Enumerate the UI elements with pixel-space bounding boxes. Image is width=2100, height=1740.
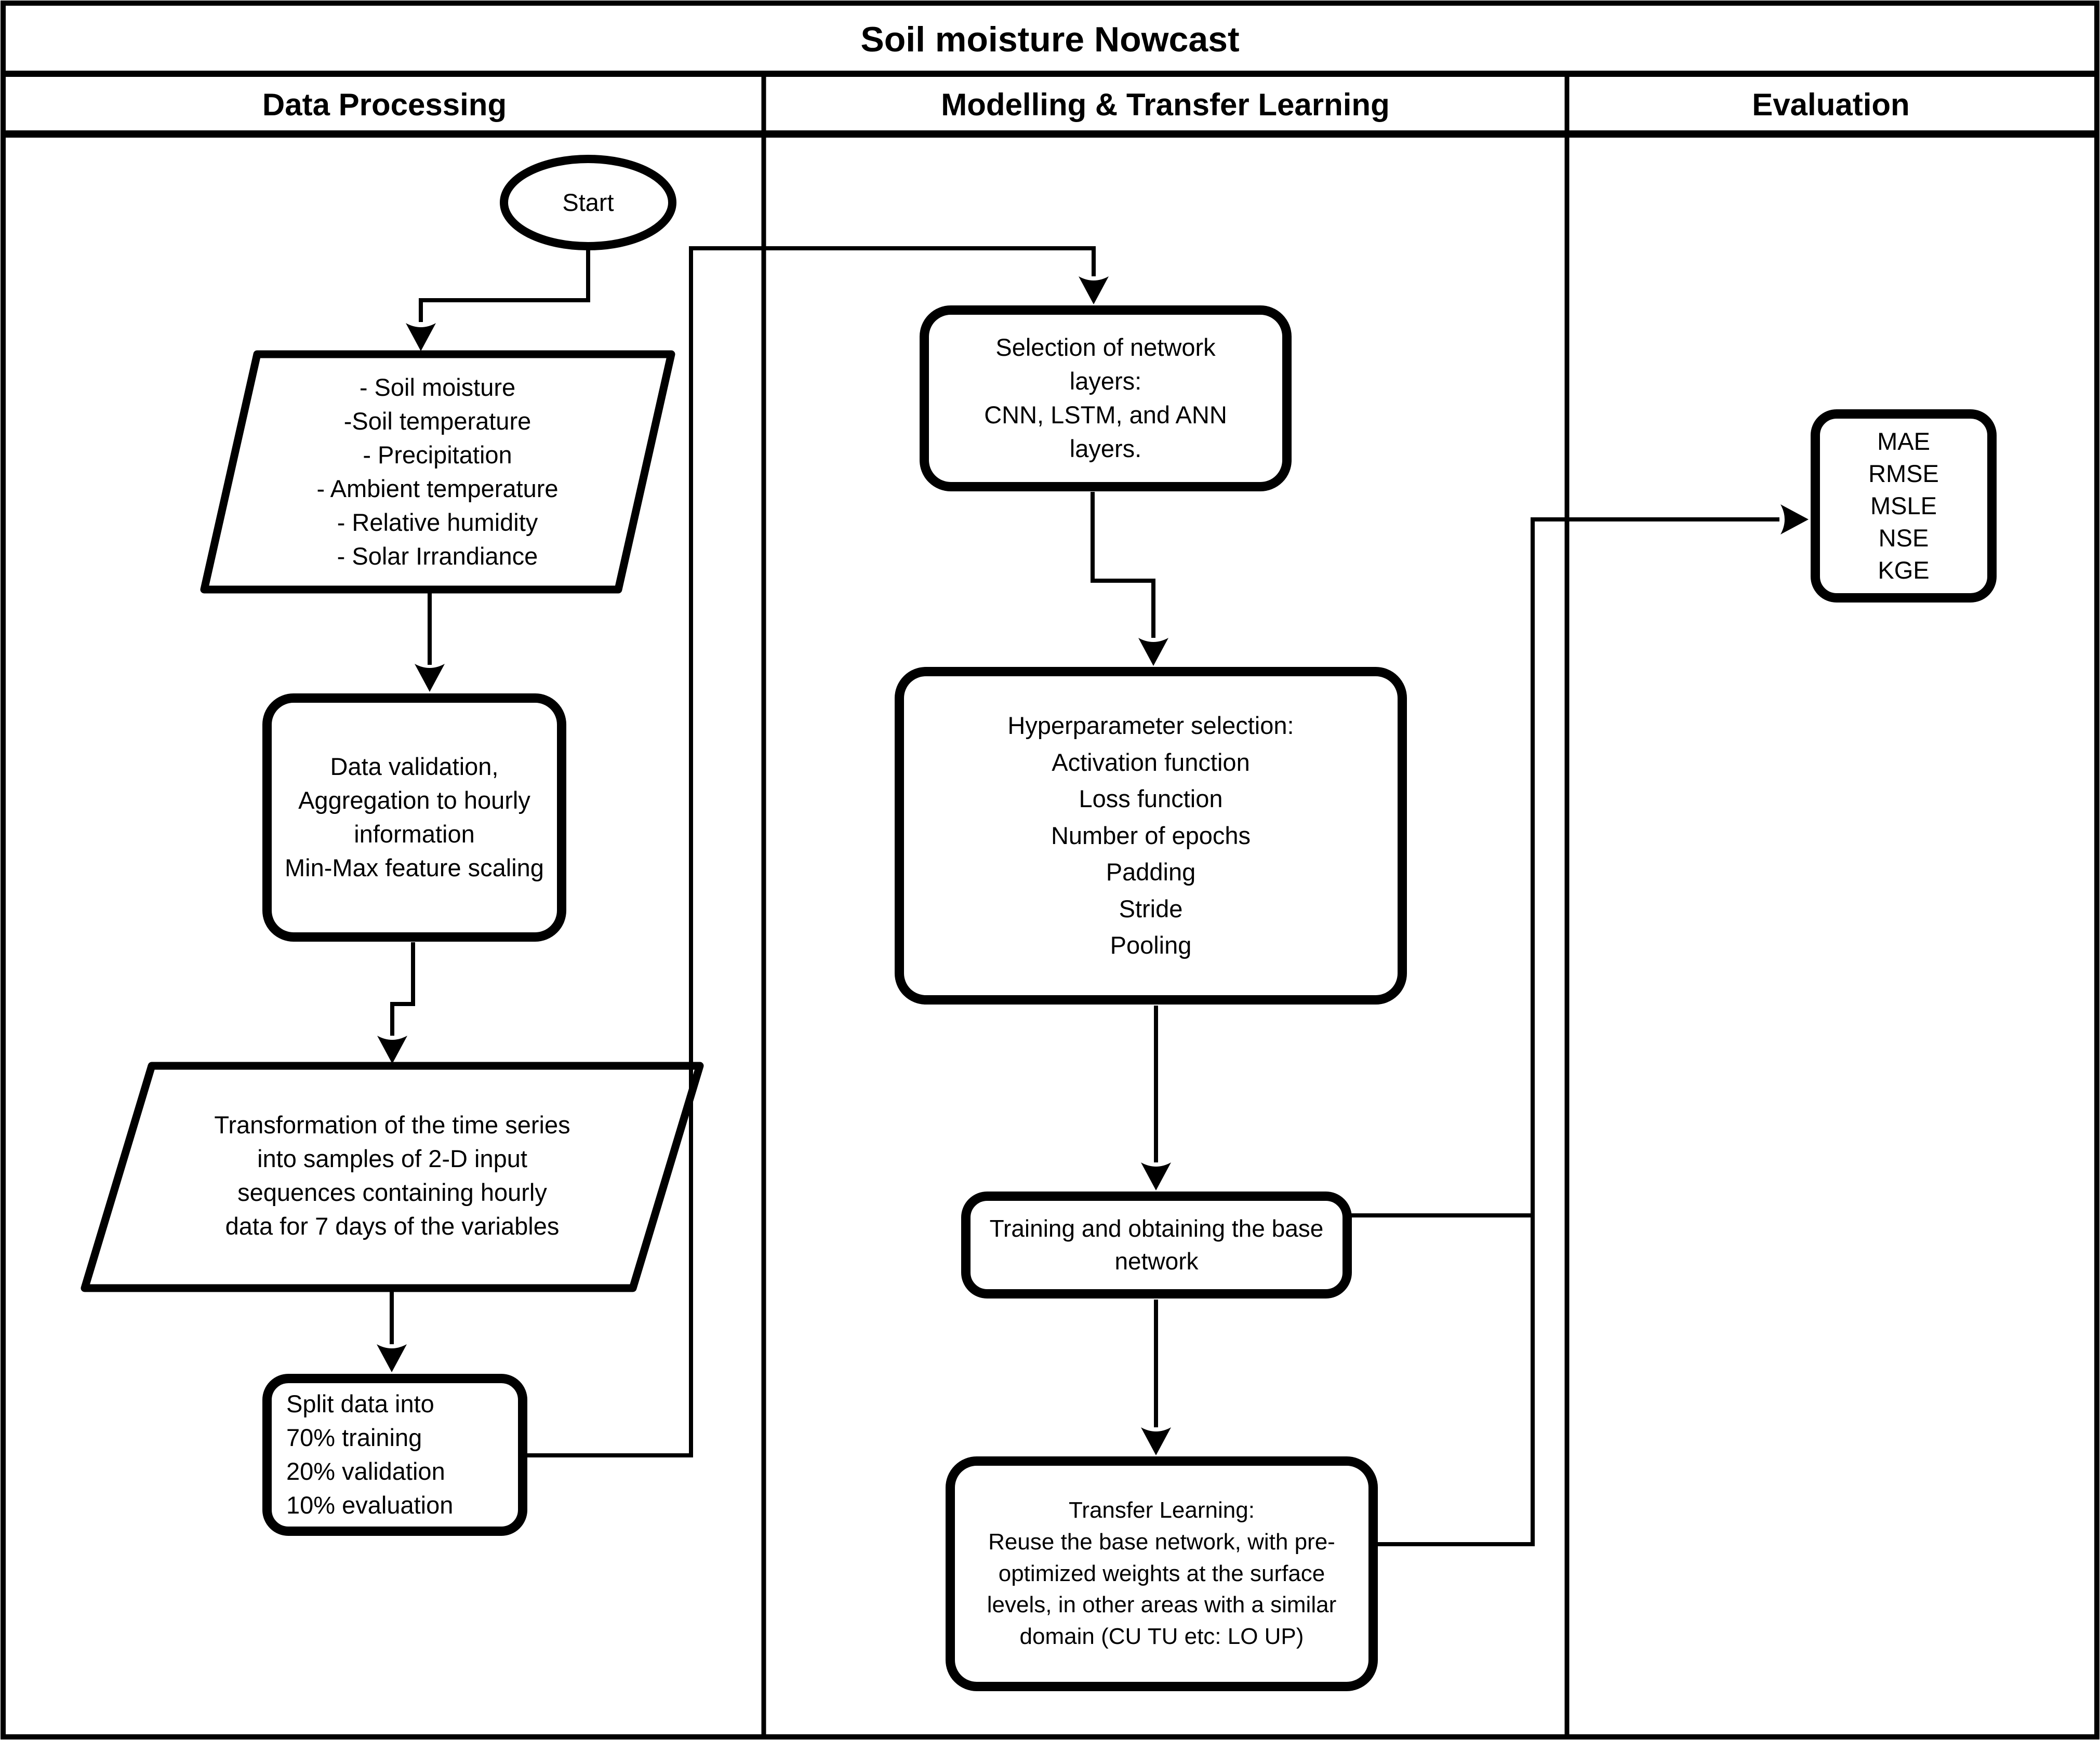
connector-start-to-inputs — [419, 246, 590, 322]
metrics-box: MAE RMSE MSLE NSE KGE — [1811, 409, 1997, 603]
arrowhead-into-transformation — [377, 1036, 407, 1064]
arrowhead-into-validation — [415, 664, 445, 692]
arrowhead-into-training — [1141, 1162, 1171, 1190]
hyperparameter-box: Hyperparameter selection: Activation fun… — [895, 667, 1407, 1005]
page-title: Soil moisture Nowcast — [860, 20, 1240, 59]
input-variables-parallelogram — [200, 350, 675, 594]
arrowhead-into-split — [377, 1344, 407, 1372]
arrowhead-into-metrics — [1780, 504, 1809, 534]
connector-split-to-layer-selection — [527, 246, 1096, 1457]
arrowhead-into-layer-selection — [1079, 276, 1109, 304]
transfer-learning-box: Transfer Learning: Reuse the base networ… — [946, 1456, 1378, 1691]
split-data-box: Split data into 70% training 20% validat… — [262, 1374, 527, 1536]
training-box: Training and obtaining the base network — [961, 1192, 1352, 1299]
transformation-label: Transformation of the time series into s… — [214, 1111, 570, 1240]
data-validation-box: Data validation, Aggregation to hourly i… — [262, 693, 566, 942]
arrowhead-into-inputs — [406, 323, 436, 351]
arrowhead-into-transfer — [1141, 1427, 1171, 1455]
connector-validation-to-transformation — [390, 942, 415, 1036]
connector-transfer-to-evaluation — [1377, 517, 1779, 1546]
column-header-evaluation: Evaluation — [1752, 87, 1910, 122]
arrowhead-into-hyperparameters — [1138, 638, 1168, 666]
input-variables-label: - Soil moisture -Soil temperature - Prec… — [316, 373, 559, 570]
start-label: Start — [562, 188, 614, 216]
transformation-parallelogram — [81, 1062, 704, 1292]
connector-layer-selection-to-hyperparameters — [1091, 492, 1155, 638]
column-header-modelling: Modelling & Transfer Learning — [941, 87, 1390, 122]
layer-selection-box: Selection of network layers: CNN, LSTM, … — [920, 305, 1292, 491]
column-header-data-processing: Data Processing — [262, 87, 507, 122]
